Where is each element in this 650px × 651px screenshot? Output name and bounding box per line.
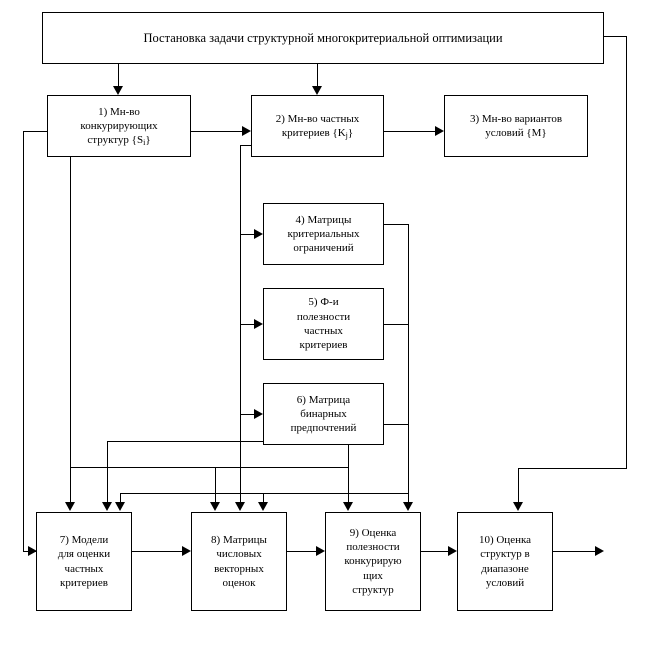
connector-bus-to-n5	[240, 324, 254, 325]
routing-line-b	[70, 467, 348, 468]
arrowhead-routing-c-into-n8	[258, 502, 268, 511]
connector-n4-right-stub	[384, 224, 409, 225]
arrowhead-routing-c-into-n7	[115, 502, 125, 511]
node-2-partial-criteria[interactable]: 2) Мн-во частных критериев {Kj}	[251, 95, 384, 157]
connector-bus-to-n6	[240, 414, 254, 415]
node-6-label: 6) Матрица бинарных предпочтений	[290, 393, 357, 435]
connector-right-bus-to-n10	[518, 468, 627, 469]
node-1-competing-structures[interactable]: 1) Мн-во конкурирующих структур {Si}	[47, 95, 191, 157]
arrowhead-top-to-n2	[312, 86, 322, 95]
arrowhead-rightbus-into-n10	[513, 502, 523, 511]
arrowhead-n8-to-n9	[316, 546, 325, 556]
arrowhead-n2bus-into-n8	[235, 502, 245, 511]
node-2-subscript: j	[345, 131, 348, 140]
arrowhead-routing-b-into-n8	[210, 502, 220, 511]
routing-line-b-drop-n8	[215, 467, 216, 502]
node-3-condition-variants[interactable]: 3) Мн-во вариантов условий {М}	[444, 95, 588, 157]
connector-left-bus	[23, 131, 24, 551]
connector-top-to-n2	[317, 64, 318, 87]
node-3-label: 3) Мн-во вариантов условий {М}	[469, 112, 563, 139]
connector-n2-bottom-stub	[240, 145, 252, 146]
connector-n2-to-n3	[384, 131, 435, 132]
node-9-utility-assessment[interactable]: 9) Оценка полезности конкурирую щих стру…	[325, 512, 421, 611]
arrowhead-n1-into-n7	[65, 502, 75, 511]
node-10-structure-assessment-range[interactable]: 10) Оценка структур в диапазоне условий	[457, 512, 553, 611]
arrowhead-bus-to-n4	[254, 229, 263, 239]
node-5-label: 5) Ф-и полезности частных критериев	[296, 296, 351, 352]
node-1-subscript: i	[143, 138, 146, 148]
node-4-criterial-constraint-matrices[interactable]: 4) Матрицы критериальных ограничений	[263, 203, 384, 265]
node-8-label: 8) Матрицы числовых векторных оценок	[211, 533, 267, 589]
node-problem-statement-label: Постановка задачи структурной многокрите…	[143, 30, 503, 45]
connector-n2-down-bus	[240, 145, 241, 502]
connector-n1-left-stub	[23, 131, 48, 132]
arrowhead-leftbus-into-n7	[28, 546, 37, 556]
connector-n8-to-n9	[287, 551, 316, 552]
arrowhead-n9-to-n10	[448, 546, 457, 556]
connector-top-to-n1	[118, 64, 119, 87]
arrowhead-n7-to-n8	[182, 546, 191, 556]
arrowhead-collector-into-n9	[403, 502, 413, 511]
connector-n5-right-stub	[384, 324, 409, 325]
arrowhead-bus-to-n6	[254, 409, 263, 419]
connector-right-bus	[626, 36, 627, 468]
node-6-binary-preference-matrix[interactable]: 6) Матрица бинарных предпочтений	[263, 383, 384, 445]
node-9-label: 9) Оценка полезности конкурирую щих стру…	[344, 526, 402, 596]
node-4-label: 4) Матрицы критериальных ограничений	[287, 213, 360, 255]
routing-line-a	[107, 441, 348, 442]
arrowhead-bus-to-n5	[254, 319, 263, 329]
arrowhead-n2-to-n3	[435, 126, 444, 136]
node-7-criteria-evaluation-models[interactable]: 7) Модели для оценки частных критериев	[36, 512, 132, 611]
node-problem-statement[interactable]: Постановка задачи структурной многокрите…	[42, 12, 604, 64]
arrowhead-n1-to-n2	[242, 126, 251, 136]
node-8-numeric-vector-matrices[interactable]: 8) Матрицы числовых векторных оценок	[191, 512, 287, 611]
arrowhead-routing-a-into-n9	[343, 502, 353, 511]
arrowhead-top-to-n1	[113, 86, 123, 95]
routing-line-c	[120, 493, 408, 494]
connector-bus-to-n4	[240, 234, 254, 235]
arrowhead-routing-a-into-n7	[102, 502, 112, 511]
node-10-label: 10) Оценка структур в диапазоне условий	[478, 533, 532, 589]
connector-n7-to-n8	[132, 551, 182, 552]
connector-right-collector-bus	[408, 224, 409, 502]
connector-n1-to-n2	[191, 131, 242, 132]
node-1-label: 1) Мн-во конкурирующих структур {Si}	[80, 105, 158, 148]
routing-line-c-riser-n7	[120, 493, 121, 502]
connector-n10-output	[553, 551, 595, 552]
routing-line-a-riser	[107, 441, 108, 502]
node-2-label: 2) Мн-во частных критериев {Kj}	[275, 112, 360, 140]
connector-top-right-stub	[604, 36, 627, 37]
node-5-utility-functions[interactable]: 5) Ф-и полезности частных критериев	[263, 288, 384, 360]
node-7-label: 7) Модели для оценки частных критериев	[57, 533, 111, 589]
routing-line-c-drop-n8b	[263, 493, 264, 502]
connector-n9-to-n10	[421, 551, 448, 552]
connector-n6-right-stub	[384, 424, 409, 425]
arrowhead-n10-output	[595, 546, 604, 556]
connector-right-bus-down-n10	[518, 468, 519, 502]
routing-line-a-drop-n9	[348, 441, 349, 502]
connector-n1-bottom-to-n7	[70, 157, 71, 502]
